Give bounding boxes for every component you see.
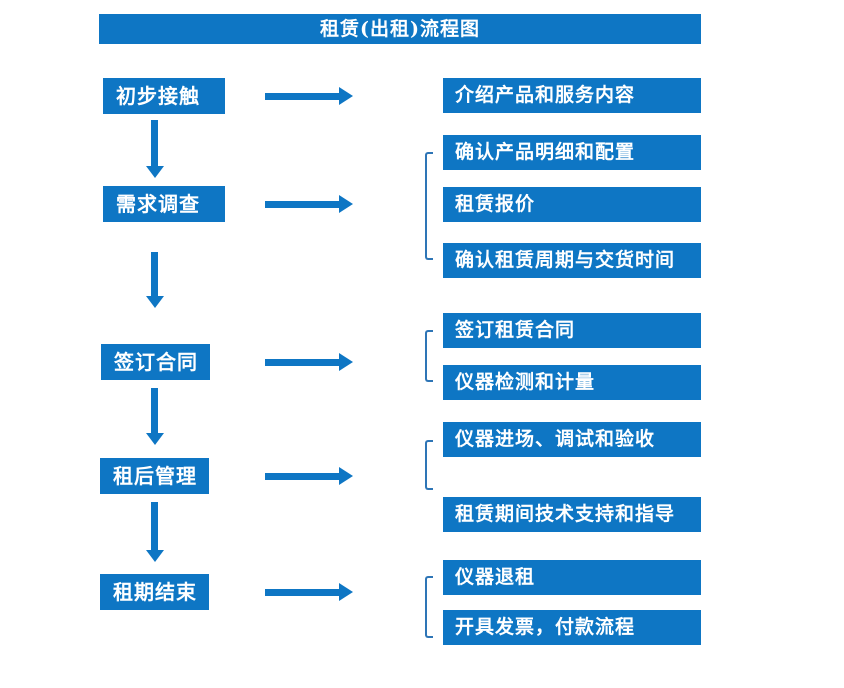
detail-label: 开具发票，付款流程 [455,616,636,638]
arrow-right-icon [265,194,353,214]
stage-label: 签订合同 [114,350,198,374]
arrow-right-icon [265,352,353,372]
detail-label: 租赁报价 [455,193,536,215]
arrow-shaft [151,120,158,167]
detail-box: 租赁期间技术支持和指导 [443,497,701,532]
arrow-head [146,296,164,308]
bracket-icon [425,152,433,260]
arrow-down-icon [146,252,164,308]
arrow-right-icon [265,582,353,602]
arrow-head [146,166,164,178]
arrow-head [339,467,353,485]
detail-box: 仪器检测和计量 [443,365,701,400]
stage-box-sign-contract: 签订合同 [101,344,210,380]
bracket-icon [425,440,433,490]
arrow-down-icon [146,120,164,178]
arrow-head [146,550,164,562]
detail-box: 租赁报价 [443,187,701,222]
arrow-down-icon [146,388,164,445]
detail-box: 开具发票，付款流程 [443,610,701,645]
arrow-head [339,87,353,105]
arrow-shaft [265,201,340,208]
stage-label: 初步接触 [116,84,200,108]
bracket-icon [425,576,433,638]
arrow-shaft [265,359,340,366]
arrow-head [339,583,353,601]
detail-box: 介绍产品和服务内容 [443,78,701,113]
arrow-shaft [151,388,158,434]
detail-label: 确认产品明细和配置 [455,141,636,163]
detail-box: 确认租赁周期与交货时间 [443,243,701,278]
detail-box: 确认产品明细和配置 [443,135,701,170]
diagram-title-bar: 租赁(出租)流程图 [99,14,701,44]
detail-box: 仪器退租 [443,560,701,595]
stage-box-initial-contact: 初步接触 [103,78,225,114]
arrow-right-icon [265,466,353,486]
stage-label: 需求调查 [116,192,200,216]
stage-box-lease-end: 租期结束 [100,574,209,610]
detail-label: 仪器检测和计量 [455,371,596,393]
stage-box-demand-survey: 需求调查 [103,186,225,222]
detail-label: 仪器退租 [455,566,536,588]
detail-label: 仪器进场、调试和验收 [455,428,656,450]
arrow-shaft [265,589,340,596]
arrow-right-icon [265,86,353,106]
detail-box: 签订租赁合同 [443,313,701,348]
detail-label: 确认租赁周期与交货时间 [455,249,676,271]
detail-label: 签订租赁合同 [455,319,576,341]
arrow-head [339,195,353,213]
arrow-head [339,353,353,371]
diagram-title: 租赁(出租)流程图 [320,18,480,40]
arrow-shaft [265,473,340,480]
bracket-icon [425,330,433,382]
detail-label: 介绍产品和服务内容 [455,84,636,106]
stage-label: 租后管理 [113,464,197,488]
arrow-shaft [151,252,158,297]
arrow-down-icon [146,502,164,562]
arrow-shaft [151,502,158,551]
arrow-head [146,433,164,445]
detail-label: 租赁期间技术支持和指导 [455,503,676,525]
detail-box: 仪器进场、调试和验收 [443,422,701,457]
arrow-shaft [265,93,340,100]
stage-label: 租期结束 [113,580,197,604]
stage-box-post-rental-management: 租后管理 [100,458,209,494]
